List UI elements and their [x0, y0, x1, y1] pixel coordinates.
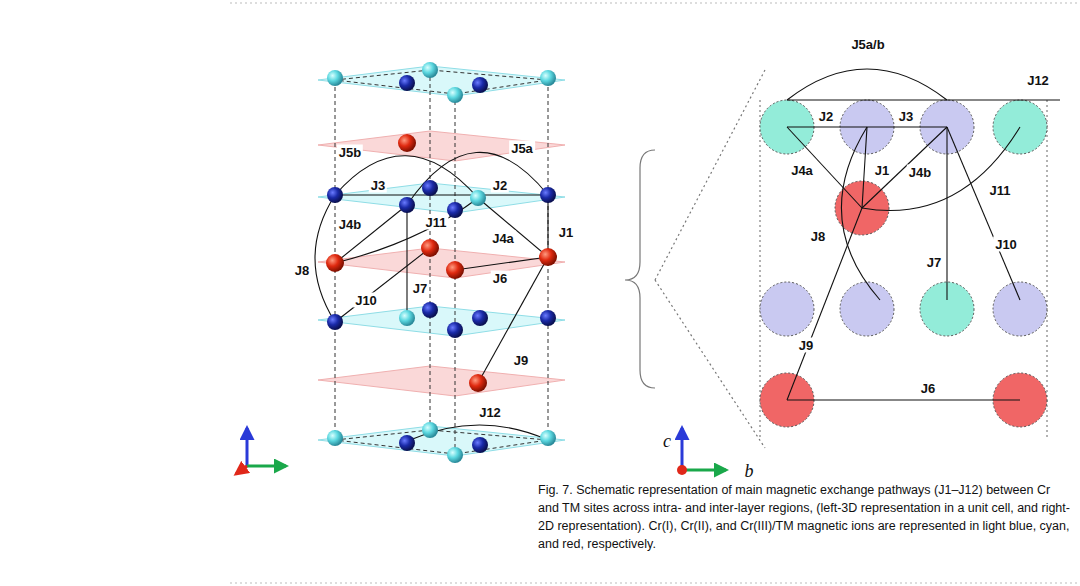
pathway-label: J11	[988, 183, 1013, 198]
pathway-label: J12	[1025, 73, 1051, 88]
page-rule	[230, 583, 1080, 584]
ion-circles-2d	[760, 100, 1047, 427]
pathway-label: J4a	[789, 163, 815, 178]
pathway-label: J4b	[337, 217, 363, 232]
pathway-label: J2	[817, 109, 835, 124]
pathway-label: J5b	[337, 145, 363, 160]
pathway-label: J7	[411, 281, 429, 296]
pathway-label: J8	[293, 263, 311, 278]
pathway-label: J5a	[509, 141, 535, 156]
cell-frame-2d	[760, 100, 1047, 440]
pathway-label: J10	[993, 237, 1019, 252]
pathway-label: J8	[809, 229, 827, 244]
pathway-label: J3	[369, 178, 387, 193]
pathway-label: J5a/b	[849, 37, 886, 52]
axis-label: c	[661, 431, 673, 451]
pathway-label: J4a	[490, 231, 516, 246]
exchange-paths-3d	[315, 152, 548, 440]
ion-spheres	[326, 62, 557, 463]
pathway-label: J9	[797, 338, 815, 353]
pathway-label: J12	[477, 405, 503, 420]
axis-triad-3d	[236, 428, 286, 474]
pathway-label: J1	[873, 163, 891, 178]
pathway-label: J7	[925, 255, 943, 270]
zoom-bracket	[625, 70, 765, 448]
pathway-label: J6	[491, 271, 509, 286]
cell-edges	[335, 70, 548, 454]
page-rule	[230, 3, 1080, 4]
axis-label: b	[743, 461, 756, 481]
pathway-label: J10	[353, 293, 379, 308]
pathway-label: J2	[491, 178, 509, 193]
pathway-label: J11	[424, 215, 449, 230]
axis-triad-2d	[677, 428, 726, 475]
layer-planes	[318, 66, 565, 456]
pathway-label: J1	[557, 225, 575, 240]
pathway-label: J6	[919, 381, 937, 396]
exchange-paths-2d	[787, 69, 1060, 400]
pathway-label: J9	[512, 353, 530, 368]
pathway-label: J3	[897, 109, 915, 124]
figure-caption: Fig. 7. Schematic representation of main…	[538, 481, 1074, 553]
pathway-label: J4b	[907, 165, 933, 180]
